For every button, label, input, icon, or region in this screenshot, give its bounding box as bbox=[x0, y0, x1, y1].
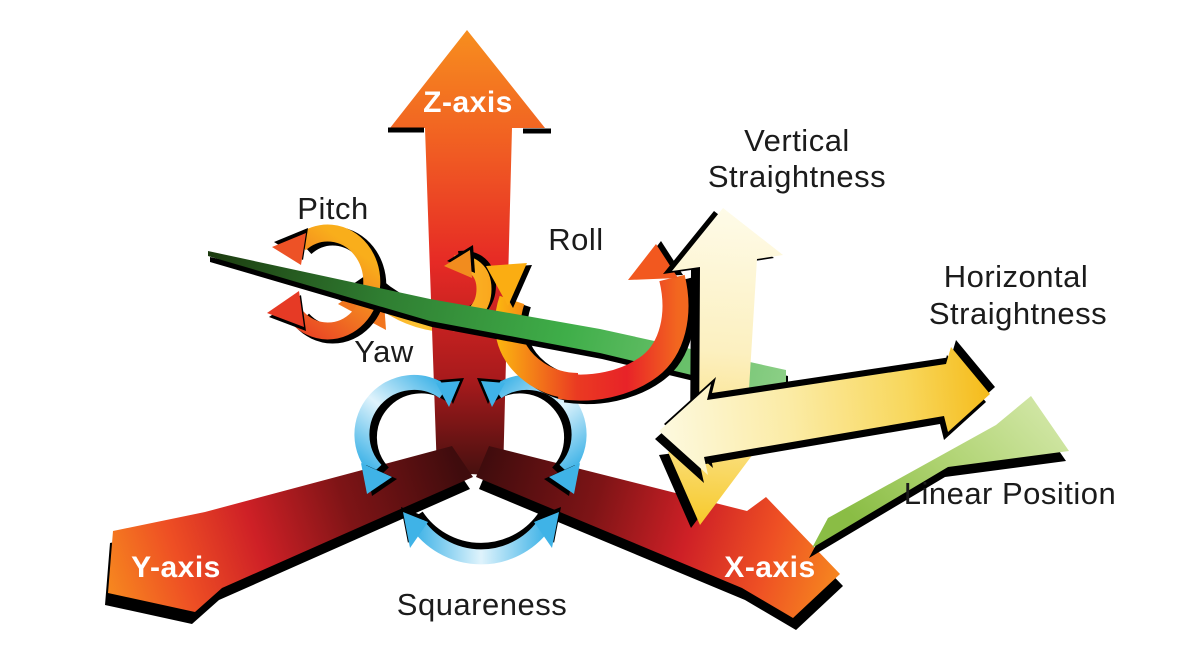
linear-position-label: Linear Position bbox=[903, 476, 1117, 511]
squareness-arc-bottom bbox=[401, 507, 561, 557]
horizontal-straightness-label-line2: Straightness bbox=[928, 296, 1108, 331]
z-axis-arrow bbox=[388, 30, 551, 476]
horizontal-straightness-label-line1: Horizontal bbox=[943, 259, 1089, 294]
x-axis-label: X-axis bbox=[724, 551, 816, 584]
z-axis-label: Z-axis bbox=[423, 86, 513, 119]
vertical-straightness-label-line1: Vertical bbox=[744, 123, 850, 158]
vertical-straightness-label-line2: Straightness bbox=[707, 159, 887, 194]
roll-rotation-arrow-right bbox=[560, 241, 683, 391]
yaw-label: Yaw bbox=[354, 334, 414, 369]
roll-label: Roll bbox=[548, 222, 604, 257]
squareness-label: Squareness bbox=[396, 587, 568, 622]
y-axis-label: Y-axis bbox=[131, 551, 221, 584]
pitch-label: Pitch bbox=[297, 191, 369, 226]
